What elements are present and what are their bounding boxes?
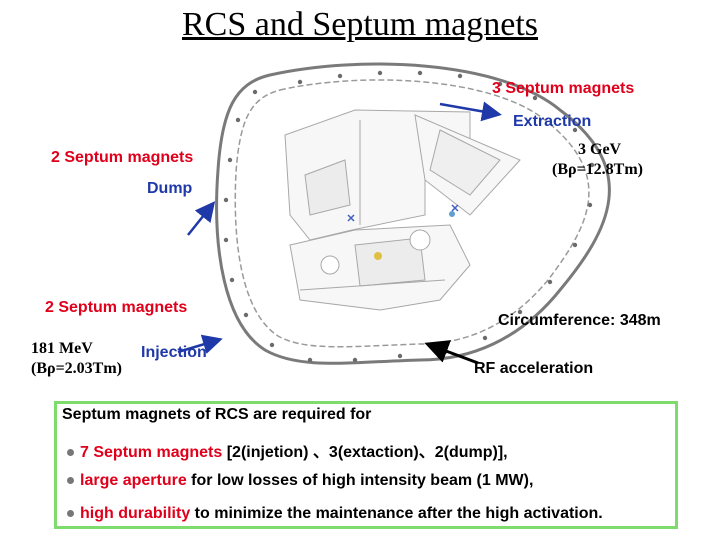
extraction-arrow bbox=[439, 101, 502, 122]
label-dump: Dump bbox=[147, 180, 193, 197]
bullet-lead: 7 Septum magnets bbox=[80, 444, 223, 461]
bullet-text: [2(injetion) 、3(extaction)、2(dump)], bbox=[222, 444, 508, 461]
label-rf-acceleration: RF acceleration bbox=[474, 360, 594, 377]
beamline-marks bbox=[347, 204, 459, 260]
label-extraction: Extraction bbox=[513, 113, 592, 130]
label-circumference: Circumference: 348m bbox=[498, 312, 661, 329]
label-energy-high: 3 GeV bbox=[578, 141, 622, 158]
bullet-lead: high durability bbox=[80, 505, 191, 522]
label-septum-3: 3 Septum magnets bbox=[492, 80, 635, 97]
label-brho-high: (Bρ=12.8Tm) bbox=[552, 161, 644, 178]
label-brho-low: (Bρ=2.03Tm) bbox=[31, 360, 123, 377]
label-septum-2-injection: 2 Septum magnets bbox=[45, 299, 188, 316]
interior-building bbox=[284, 109, 521, 311]
page-title: RCS and Septum magnets bbox=[181, 6, 539, 43]
injection-arrow bbox=[177, 334, 223, 354]
bullet-text: to minimize the maintenance after the hi… bbox=[190, 505, 603, 522]
dump-arrow bbox=[187, 201, 216, 236]
bullet-lead: large aperture bbox=[80, 472, 187, 489]
label-energy-low: 181 MeV bbox=[31, 340, 93, 357]
summary-box: Septum magnets of RCS are required for 7… bbox=[54, 401, 678, 529]
summary-bullet: high durability to minimize the maintena… bbox=[67, 505, 603, 523]
bullet-dot-icon bbox=[67, 477, 74, 485]
ring-magnets bbox=[223, 70, 595, 363]
label-septum-2-dump: 2 Septum magnets bbox=[51, 149, 194, 166]
label-injection: Injection bbox=[141, 344, 207, 361]
summary-heading: Septum magnets of RCS are required for bbox=[62, 406, 372, 423]
summary-bullet: 7 Septum magnets [2(injetion) 、3(extacti… bbox=[67, 438, 508, 462]
bullet-text: for low losses of high intensity beam (1… bbox=[186, 472, 534, 489]
summary-bullet: large aperture for low losses of high in… bbox=[67, 472, 533, 490]
bullet-dot-icon bbox=[67, 510, 74, 518]
rf-arrow bbox=[424, 340, 479, 365]
bullet-dot-icon bbox=[67, 449, 74, 457]
